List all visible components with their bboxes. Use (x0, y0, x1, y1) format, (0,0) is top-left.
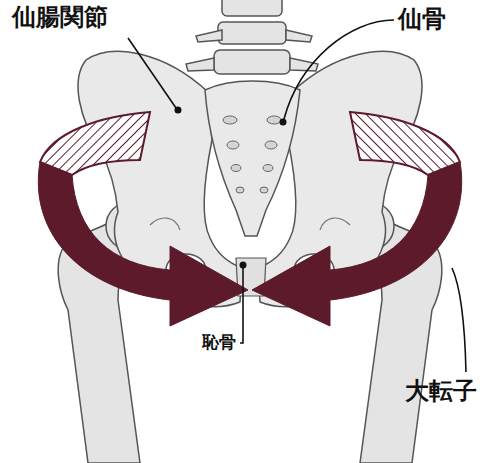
compression-arrows (38, 112, 461, 326)
leader-dots (175, 107, 287, 269)
leader-lines (128, 20, 466, 372)
part-label: 大転子 (405, 378, 477, 404)
spine (186, 0, 318, 74)
part-label: 仙腸関節 (12, 4, 108, 30)
part-label: 恥骨 (202, 333, 236, 352)
part-label: 仙骨 (398, 6, 446, 32)
